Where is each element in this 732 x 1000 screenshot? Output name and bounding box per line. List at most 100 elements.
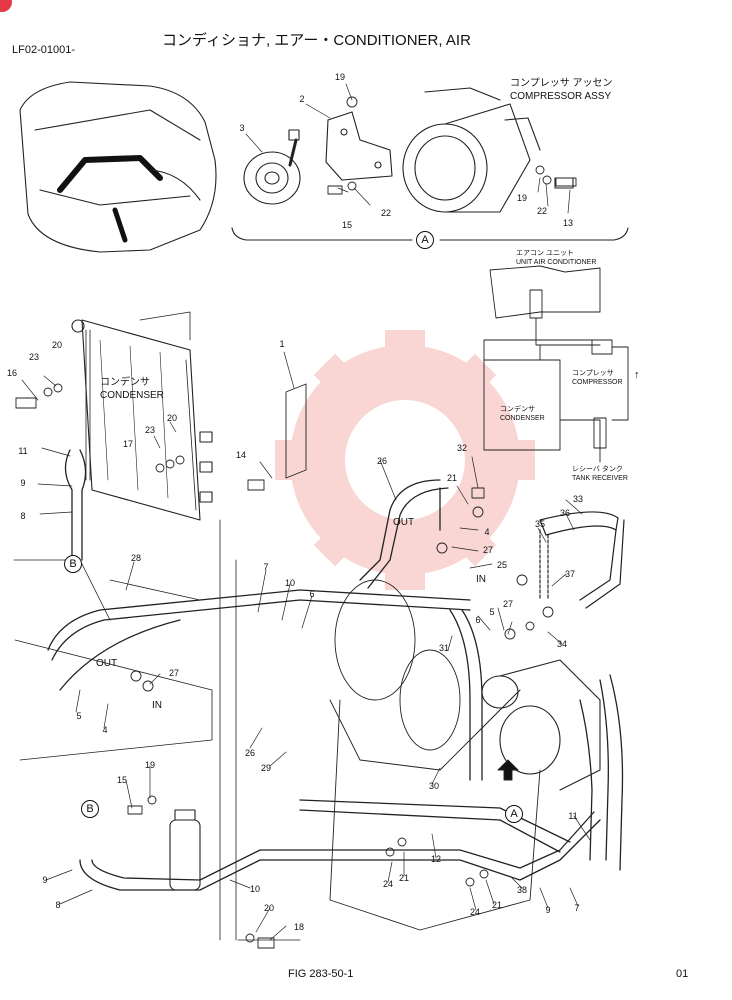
part-number: 14 (235, 450, 247, 460)
part-number: 5 (489, 607, 495, 617)
part-number: 35 (534, 519, 546, 529)
callout-b-left: B (64, 555, 82, 573)
part-number: 26 (244, 748, 256, 758)
inlet-label-lower: IN (152, 700, 162, 711)
refrigerant-hoses (47, 449, 624, 891)
part-number: 36 (559, 508, 571, 518)
part-number: 20 (51, 340, 63, 350)
part-number: 22 (536, 206, 548, 216)
part-number: 9 (20, 478, 26, 488)
drawing-code: LF02-01001- (12, 44, 75, 56)
part-number: 4 (102, 725, 108, 735)
part-number: 20 (263, 903, 275, 913)
corner-badge (0, 0, 12, 12)
inlet-label-upper: IN (476, 574, 486, 585)
compressor-assy-label-jp: コンプレッサ アッセン (510, 78, 613, 89)
part-number: 18 (293, 922, 305, 932)
part-number: 37 (564, 569, 576, 579)
schematic-diagram (483, 265, 629, 463)
part-number: 32 (456, 443, 468, 453)
part-number: 3 (239, 123, 245, 133)
part-number: 27 (168, 668, 180, 678)
flow-arrow-icon: ↑ (634, 369, 640, 381)
part-number: 16 (6, 368, 18, 378)
part-number: 15 (116, 775, 128, 785)
part-number: 38 (516, 885, 528, 895)
part-number: 28 (130, 553, 142, 563)
part-number: 2 (299, 94, 305, 104)
part-number: 22 (380, 208, 392, 218)
compressor-lower (479, 659, 601, 791)
figure-reference: FIG 283-50-1 (288, 968, 354, 980)
part-number: 19 (144, 760, 156, 770)
part-number: 24 (469, 907, 481, 917)
condenser-core (71, 319, 213, 521)
part-number: 7 (263, 562, 269, 572)
part-number: 30 (428, 781, 440, 791)
schematic-tank-label-en: TANK RECEIVER (572, 475, 628, 482)
part-number: 31 (438, 643, 450, 653)
leader-lines (21, 83, 591, 941)
compressor-assy-top (402, 87, 574, 213)
callout-a-top: A (416, 231, 434, 249)
part-number: 13 (562, 218, 574, 228)
suction-pipe-assembly (539, 511, 625, 609)
part-number: 29 (260, 763, 272, 773)
part-number: 27 (482, 545, 494, 555)
schematic-unit-label-jp: エアコン ユニット (516, 250, 574, 257)
outlet-label-lower: OUT (96, 658, 118, 669)
part-number: 11 (568, 811, 578, 821)
idler-pulley (243, 129, 301, 205)
part-number: 15 (341, 220, 353, 230)
part-number: 21 (398, 873, 410, 883)
callout-b-bottom: B (81, 800, 99, 818)
schematic-condenser-label-en: CONDENSER (500, 415, 545, 422)
machine-cab-sketch (19, 81, 217, 253)
part-number: 1 (279, 339, 285, 349)
engine-block (329, 579, 541, 931)
part-number: 7 (574, 903, 580, 913)
part-number: 8 (55, 900, 61, 910)
part-number: 6 (475, 615, 481, 625)
part-number: 20 (166, 413, 178, 423)
part-number: 9 (42, 875, 48, 885)
part-number: 6 (309, 589, 315, 599)
part-number: 9 (545, 905, 551, 915)
part-number: 33 (572, 494, 584, 504)
compressor-bracket (325, 111, 393, 181)
part-number: 8 (20, 511, 26, 521)
part-number: 21 (491, 900, 503, 910)
condenser-label-en: CONDENSER (100, 390, 164, 401)
part-number: 5 (76, 711, 82, 721)
part-number: 10 (284, 578, 296, 588)
part-number: 23 (144, 425, 156, 435)
part-number: 27 (502, 599, 514, 609)
schematic-condenser-label-jp: コンデンサ (500, 406, 535, 413)
part-number: 12 (430, 854, 442, 864)
callout-a-bottom: A (505, 805, 523, 823)
part-number: 24 (382, 879, 394, 889)
part-number: 4 (484, 527, 490, 537)
detail-a-bracket (231, 227, 629, 241)
page-number: 01 (676, 968, 689, 980)
part-number: 19 (516, 193, 528, 203)
condenser-label-jp: コンデンサ (100, 377, 150, 388)
part-number: 10 (249, 884, 261, 894)
part-number: 26 (376, 456, 388, 466)
part-number: 11 (18, 446, 28, 456)
outlet-label-upper: OUT (393, 517, 415, 528)
part-number: 21 (446, 473, 458, 483)
watermark-logo (275, 330, 535, 590)
page-title: コンディショナ, エアー・CONDITIONER, AIR (162, 32, 471, 49)
schematic-tank-label-jp: レシーバ タンク (572, 466, 623, 473)
compressor-assy-label-en: COMPRESSOR ASSY (510, 91, 612, 102)
part-number: 25 (496, 560, 508, 570)
part-number: 19 (334, 72, 346, 82)
schematic-compressor-label-jp: コンプレッサ (572, 370, 614, 377)
schematic-compressor-label-en: COMPRESSOR (572, 379, 623, 386)
hardware-fasteners (15, 96, 577, 949)
part-number: 17 (122, 439, 134, 449)
part-number: 23 (28, 352, 40, 362)
